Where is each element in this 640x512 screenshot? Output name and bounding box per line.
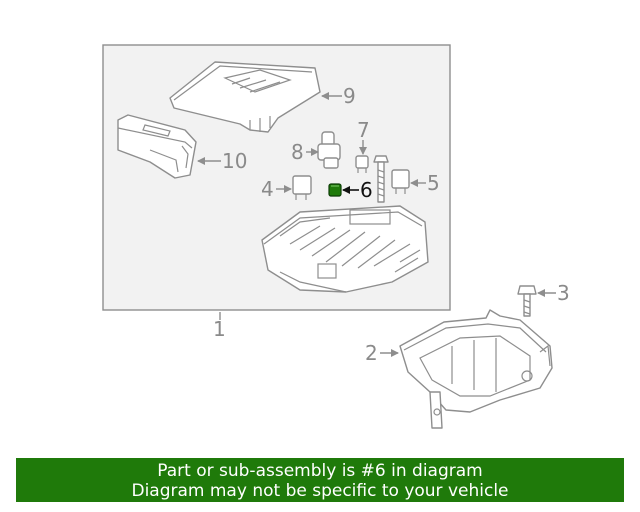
banner-line-2: Diagram may not be specific to your vehi… [131, 481, 509, 501]
fuse-block-body[interactable] [261, 205, 429, 293]
callout-1: 1 [213, 317, 226, 341]
callout-9: 9 [343, 84, 356, 108]
info-banner: Part or sub-assembly is #6 in diagram Di… [16, 458, 624, 502]
callout-10: 10 [222, 149, 247, 173]
callout-4: 4 [261, 177, 274, 201]
part-7-relay[interactable] [355, 155, 369, 173]
callout-2: 2 [365, 341, 378, 365]
part-6-fuse-highlighted[interactable] [328, 183, 342, 197]
callout-5: 5 [427, 171, 440, 195]
part-3-screw[interactable] [517, 285, 537, 317]
callout-8: 8 [291, 140, 304, 164]
callout-6: 6 [360, 178, 373, 202]
part-2-bracket[interactable] [399, 309, 553, 429]
parts-diagram: 9 10 8 7 4 5 6 3 2 1 [102, 44, 570, 429]
callout-7: 7 [357, 118, 370, 142]
part-10-cover[interactable] [117, 114, 197, 179]
part-9-cover[interactable] [169, 61, 321, 133]
part-5-relay[interactable] [391, 169, 410, 194]
bolt[interactable] [373, 155, 389, 203]
callout-3: 3 [557, 281, 570, 305]
banner-line-1: Part or sub-assembly is #6 in diagram [157, 461, 483, 481]
part-4-relay[interactable] [292, 175, 312, 200]
